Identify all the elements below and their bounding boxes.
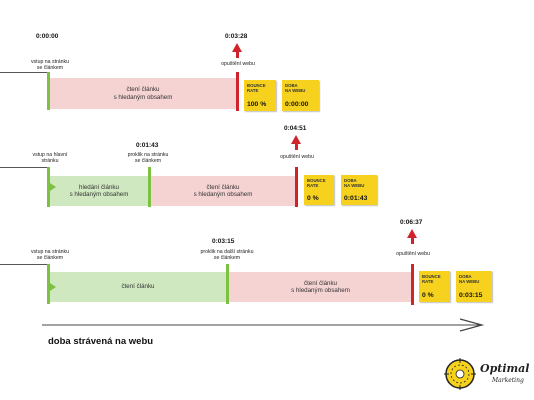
row1-exit-arrow: [232, 43, 242, 52]
row3-start-marker: [47, 264, 50, 304]
row1-bounce-box: BOUNCE RATE 100 %: [244, 80, 276, 111]
row2-start-label: vstup na hlavní stránku: [32, 152, 68, 165]
row3-bounce-box: BOUNCE RATE 0 %: [419, 271, 450, 302]
row1-start-label: vstup na stránku se článkem: [30, 59, 70, 72]
row1-duration-label: DOBA NA WEBU: [285, 83, 306, 93]
row3-mid-label: proklik na další stránku se článkem: [200, 249, 254, 262]
logo-sub: Marketing: [492, 377, 524, 384]
row2-bar-reading-label: čtení článku s hledaným obsahem: [193, 183, 253, 199]
row3-start-arrow: [50, 283, 56, 291]
row2-mid-label: proklik na stránku se článkem: [127, 152, 169, 165]
row1-bar-reading: [50, 78, 236, 109]
row2-bar-reading: [151, 176, 295, 206]
row1-exit-label: opuštění webu: [221, 61, 255, 67]
logo-name: Optimal: [480, 362, 530, 375]
row3-exit-time: 0:06:37: [400, 219, 423, 226]
row2-bounce-label: BOUNCE RATE: [307, 178, 326, 188]
row1-bar-reading-label: čtení článku s hledaným obsahem: [113, 86, 173, 101]
row2-duration-label: DOBA NA WEBU: [344, 178, 365, 188]
row1-exit-arrow-stem: [236, 52, 239, 58]
row3-bounce-label: BOUNCE RATE: [422, 274, 441, 284]
row1-baseline: [0, 72, 49, 73]
row3-bar-reading-second-label: čtení článku s hledaným obsahem: [291, 279, 350, 295]
row2-baseline: [0, 167, 49, 168]
row3-exit-marker: [411, 264, 414, 305]
row3-mid-time: 0:03:15: [212, 238, 235, 245]
row2-mid-time: 0:01:43: [136, 142, 159, 149]
row3-start-label: vstup na stránku se článkem: [30, 249, 70, 262]
row3-baseline: [0, 264, 49, 265]
row2-bar-searching: [50, 176, 148, 206]
row3-bar-reading-first: [50, 272, 226, 302]
optimal-marketing-logo-icon: [444, 358, 476, 390]
row2-start-marker: [47, 167, 50, 207]
row3-exit-arrow: [407, 229, 417, 238]
row2-mid-marker: [148, 167, 151, 207]
row2-exit-arrow: [291, 135, 301, 144]
row1-bounce-value: 100 %: [247, 101, 267, 108]
row2-bar-searching-label: hledání článku s hledaným obsahem: [69, 183, 129, 199]
row3-duration-box: DOBA NA WEBU 0:03:15: [456, 271, 492, 302]
row3-exit-label: opuštění webu: [396, 251, 430, 257]
row3-bounce-value: 0 %: [422, 292, 434, 299]
row1-start-time: 0:00:00: [36, 33, 59, 40]
row3-bar-reading-first-label: čtení článku: [121, 283, 155, 291]
row2-exit-label: opuštění webu: [280, 154, 314, 160]
row1-duration-box: DOBA NA WEBU 0:00:00: [282, 80, 319, 111]
row2-exit-time: 0:04:51: [284, 125, 307, 132]
row2-exit-arrow-stem: [295, 144, 298, 150]
row3-bar-reading-second: [229, 272, 412, 302]
row1-duration-value: 0:00:00: [285, 101, 309, 108]
row2-start-arrow: [50, 183, 56, 191]
row3-exit-arrow-stem: [411, 238, 414, 244]
row3-duration-value: 0:03:15: [459, 292, 483, 299]
row3-duration-label: DOBA NA WEBU: [459, 274, 480, 284]
row2-exit-marker: [295, 167, 298, 207]
row1-exit-marker: [236, 72, 239, 111]
time-axis-title: doba strávená na webu: [48, 336, 154, 347]
row2-bounce-value: 0 %: [307, 195, 319, 202]
row1-exit-time: 0:03:28: [225, 33, 248, 40]
row2-bounce-box: BOUNCE RATE 0 %: [304, 175, 334, 205]
row2-duration-value: 0:01:43: [344, 195, 368, 202]
row3-mid-marker: [226, 264, 229, 304]
row1-bounce-label: BOUNCE RATE: [247, 83, 266, 93]
row2-duration-box: DOBA NA WEBU 0:01:43: [341, 175, 377, 205]
row1-start-marker: [47, 72, 50, 110]
time-axis-arrow: [42, 318, 485, 332]
